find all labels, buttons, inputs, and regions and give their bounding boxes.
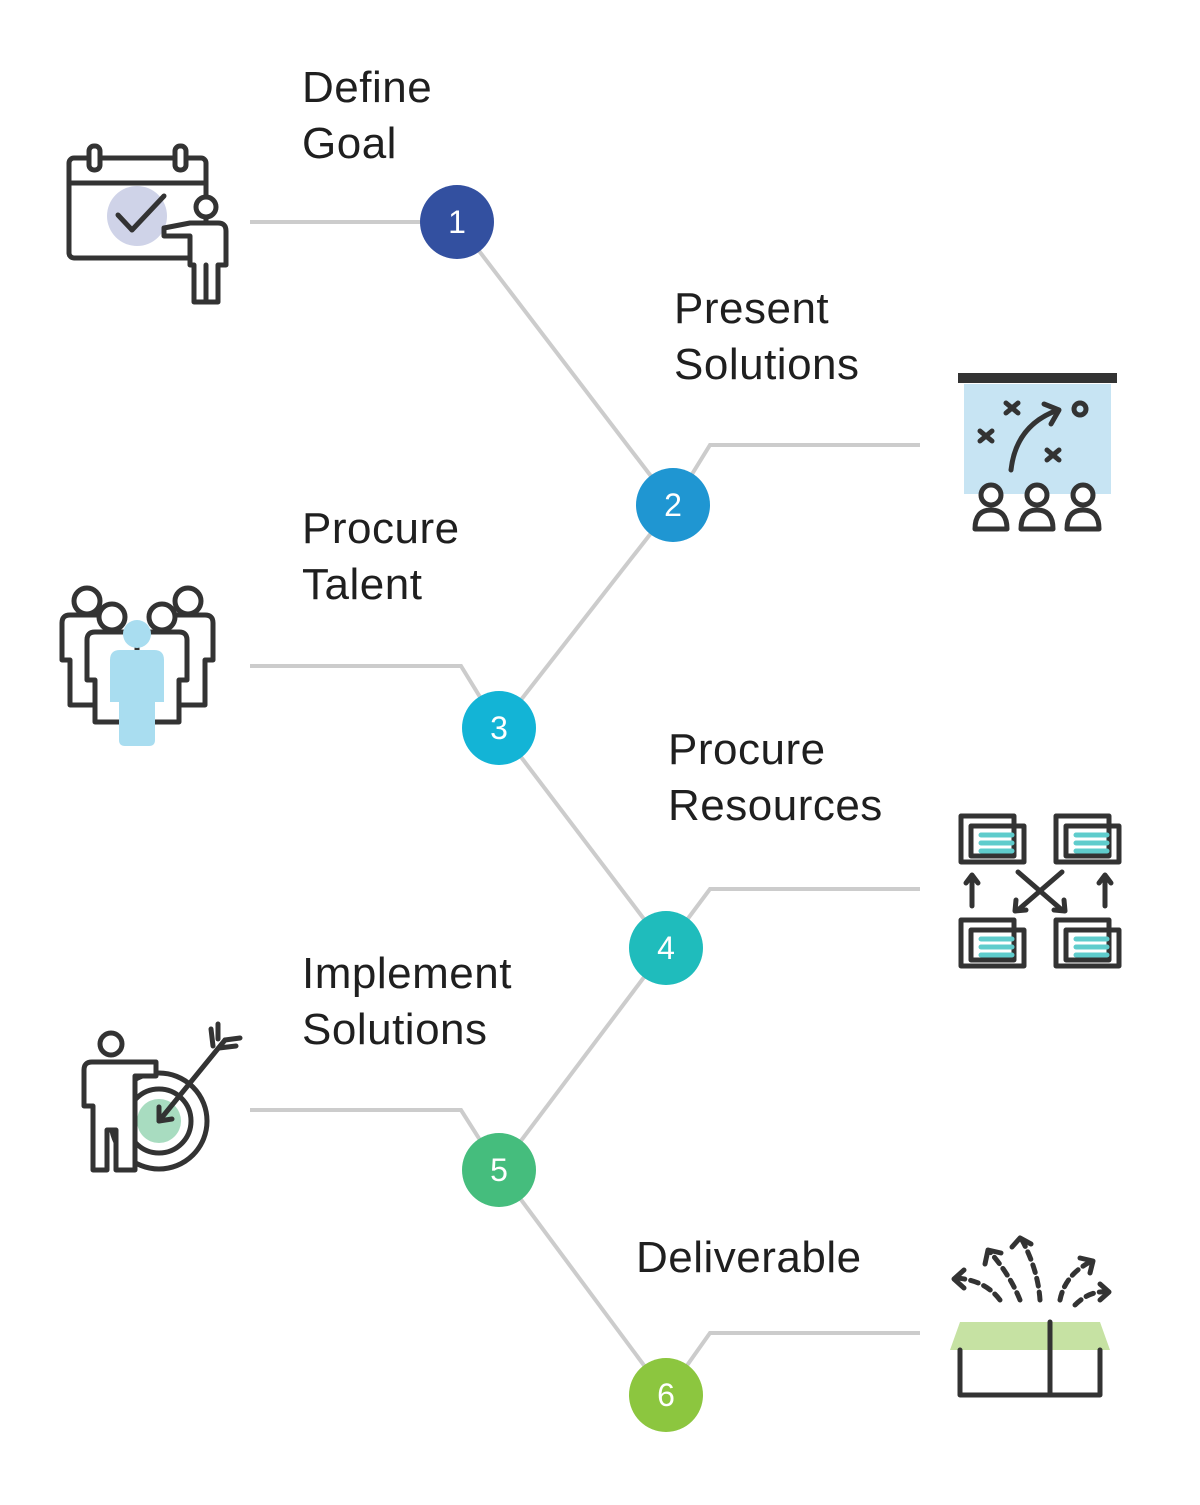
step-number-6: 6	[657, 1377, 675, 1413]
step-title-1: Define Goal	[302, 60, 432, 172]
step-node-1: 1	[420, 185, 494, 259]
step-title-5-line-1: Implement	[302, 949, 512, 998]
step-number-5: 5	[490, 1152, 508, 1188]
step-node-6: 6	[629, 1358, 703, 1432]
step-title-2-line-2: Solutions	[674, 340, 860, 389]
step-circle-5	[462, 1133, 536, 1207]
step-title-3-line-2: Talent	[302, 560, 423, 609]
step-title-4-line-2: Resources	[668, 781, 883, 830]
connector-2	[671, 443, 920, 507]
connector-3	[250, 664, 501, 730]
target-achievement-icon	[81, 1021, 243, 1173]
step-title-1-line-1: Define	[302, 63, 433, 112]
connector-5	[250, 1108, 501, 1172]
step-title-3: Procure Talent	[302, 501, 460, 613]
spine-4-5	[497, 946, 668, 1172]
step-title-5-line-2: Solutions	[302, 1005, 488, 1054]
step-title-2: Present Solutions	[674, 281, 860, 393]
step-title-4: Procure Resources	[668, 722, 883, 834]
step-node-3: 3	[462, 691, 536, 765]
spine-3-4	[497, 726, 668, 950]
step-number-3: 3	[490, 710, 508, 746]
step-node-2: 2	[636, 468, 710, 542]
step-circle-3	[462, 691, 536, 765]
team-icon	[59, 585, 216, 746]
step-node-5: 5	[462, 1133, 536, 1207]
connector-6	[664, 1331, 920, 1397]
resource-exchange-icon	[958, 813, 1122, 969]
strategy-board-icon	[958, 373, 1117, 532]
step-node-4: 4	[629, 911, 703, 985]
step-title-3-line-1: Procure	[302, 504, 460, 553]
step-circle-2	[636, 468, 710, 542]
open-box-icon	[950, 1235, 1112, 1398]
step-title-2-line-1: Present	[674, 284, 830, 333]
step-number-1: 1	[448, 204, 466, 240]
step-title-6-line-1: Deliverable	[636, 1233, 862, 1282]
step-title-6: Deliverable	[636, 1230, 862, 1286]
spine-1-2	[455, 220, 675, 507]
spine-2-3	[497, 503, 675, 730]
step-circle-4	[629, 911, 703, 985]
goal-presentation-icon	[66, 143, 229, 305]
step-number-4: 4	[657, 930, 675, 966]
connector-4	[664, 887, 920, 950]
step-title-5: Implement Solutions	[302, 946, 512, 1058]
step-circle-6	[629, 1358, 703, 1432]
step-circle-1	[420, 185, 494, 259]
step-title-1-line-2: Goal	[302, 119, 397, 168]
step-number-2: 2	[664, 487, 682, 523]
step-title-4-line-1: Procure	[668, 725, 826, 774]
spine-5-6	[497, 1168, 668, 1397]
